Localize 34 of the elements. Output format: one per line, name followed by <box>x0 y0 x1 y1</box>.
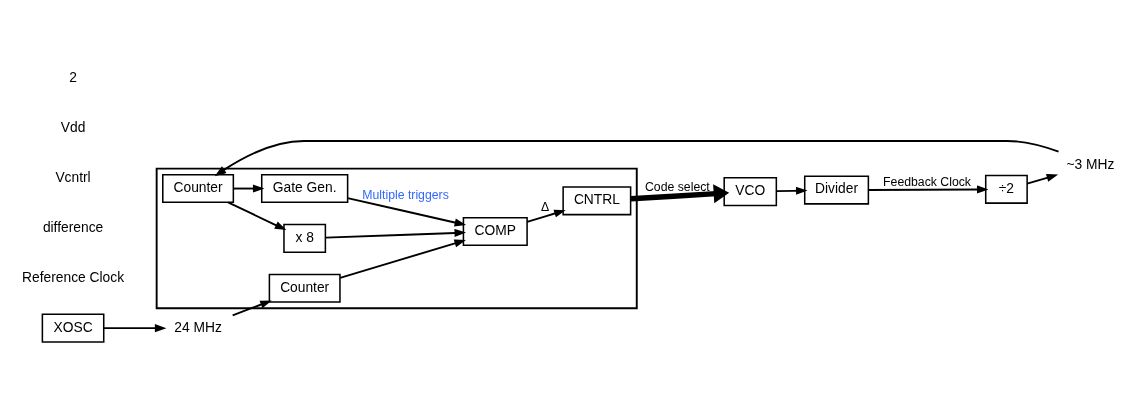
label: Vcntrl <box>55 169 91 185</box>
arrow <box>346 197 467 227</box>
arrow <box>324 228 467 239</box>
arrow <box>339 239 466 279</box>
node-box: Counter <box>268 273 341 303</box>
node-text: ~3 MHz <box>1066 156 1115 172</box>
node-box: Counter <box>162 173 235 204</box>
label: Vdd <box>60 120 86 136</box>
node-box: ÷2 <box>984 174 1028 204</box>
node-box: CNTRL <box>562 186 632 216</box>
node-box: x 8 <box>283 223 327 253</box>
arrow <box>103 324 167 333</box>
edge-label: Multiple triggers <box>362 188 449 203</box>
label: difference <box>42 219 104 235</box>
node-box: Gate Gen. <box>260 173 349 204</box>
arrow <box>630 184 730 204</box>
arrow <box>775 186 808 195</box>
label: 2 <box>69 70 77 86</box>
node-box: COMP <box>462 216 528 247</box>
arrow <box>232 184 265 193</box>
edge-label: Feedback Clock <box>883 175 972 190</box>
node-box: VCO <box>723 177 778 207</box>
label: Reference Clock <box>22 269 125 285</box>
node-text: 24 MHz <box>174 319 222 335</box>
arrow <box>214 140 1060 177</box>
arrow <box>526 209 566 223</box>
arrow <box>1026 173 1059 185</box>
edge-label: Code select <box>645 179 710 194</box>
arrow <box>227 201 287 231</box>
node-box: XOSC <box>41 313 105 343</box>
edge-label: Δ <box>541 200 550 215</box>
arrow <box>231 300 272 317</box>
arrow <box>867 185 989 194</box>
node-box: Divider <box>803 175 870 205</box>
